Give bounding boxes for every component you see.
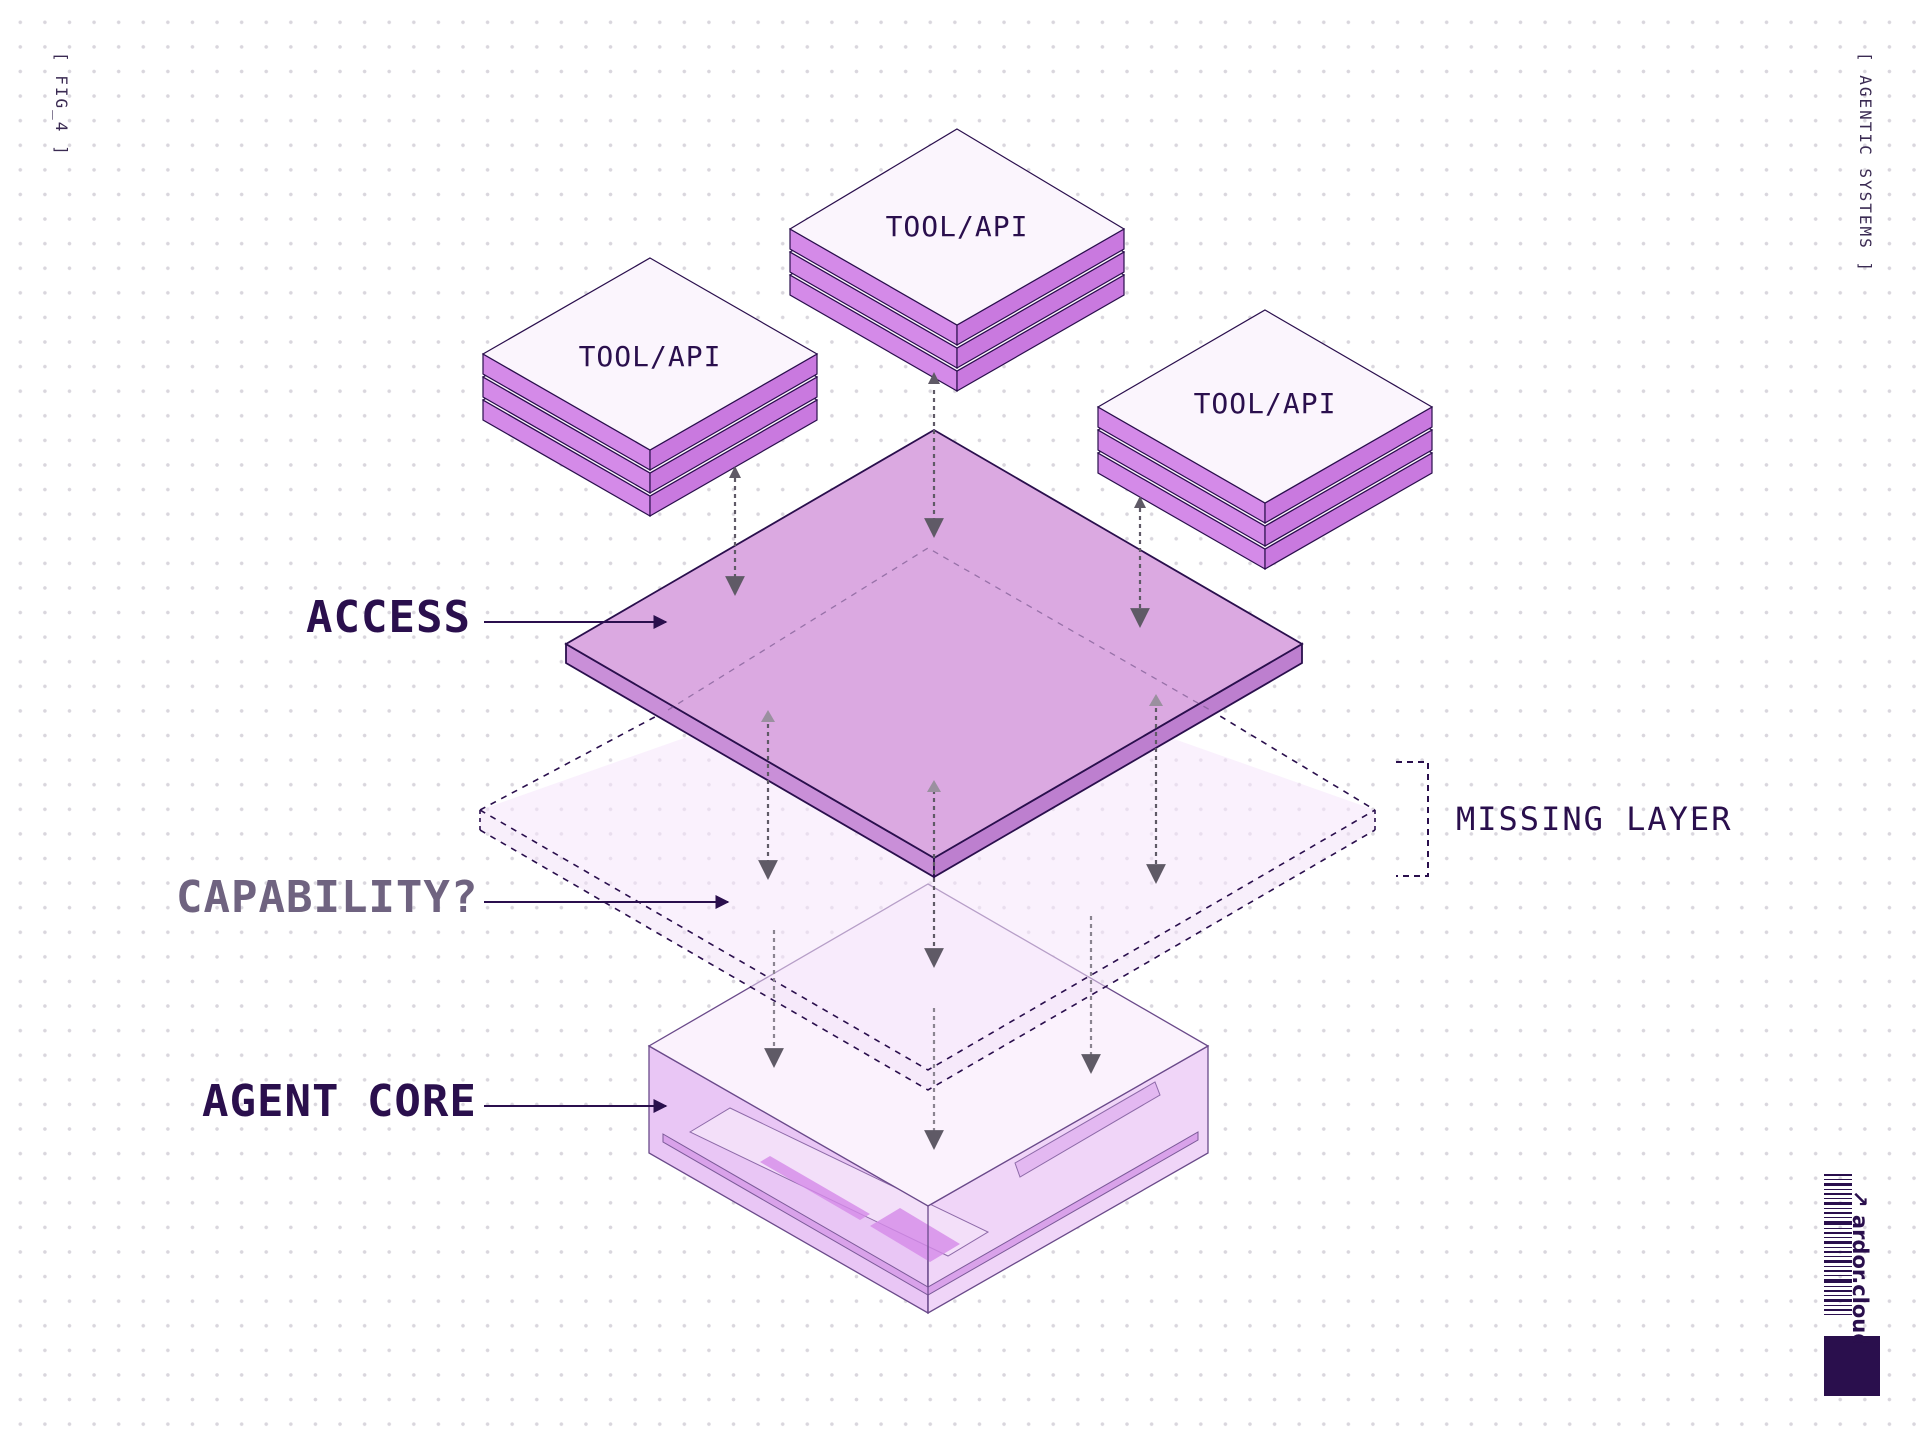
tool-stack-right [1096,309,1434,571]
tool-api-label-left: TOOL/API [578,340,722,373]
figure-tag: [ FIG_4 ] [52,52,71,157]
tool-up-arrowheads [729,372,1146,508]
faint-up-arrowheads [761,694,1163,792]
tool-stack-left [481,257,819,518]
tool-stack-center [788,128,1126,393]
missing-layer-label: MISSING LAYER [1456,800,1733,838]
barcode-icon [1824,1174,1852,1315]
capability-core-arrows [764,916,1101,1150]
brand-mark [1824,1174,1880,1396]
tool-api-label-center: TOOL/API [885,210,1029,243]
tool-api-label-right: TOOL/API [1193,387,1337,420]
access-plate [564,428,1304,879]
label-pointers [484,615,730,1113]
agent-core-label: AGENT CORE [202,1076,477,1127]
tool-access-arrows [725,390,1150,628]
access-label: ACCESS [306,592,471,643]
missing-layer-bracket [1396,761,1429,877]
category-tag: [ AGENTIC SYSTEMS ] [1856,52,1875,274]
brand-square [1824,1336,1880,1396]
access-capability-arrows [758,708,1166,968]
capability-label: CAPABILITY? [176,872,479,923]
brand-text[interactable]: ↗ ardor.cloud [1848,1190,1872,1349]
